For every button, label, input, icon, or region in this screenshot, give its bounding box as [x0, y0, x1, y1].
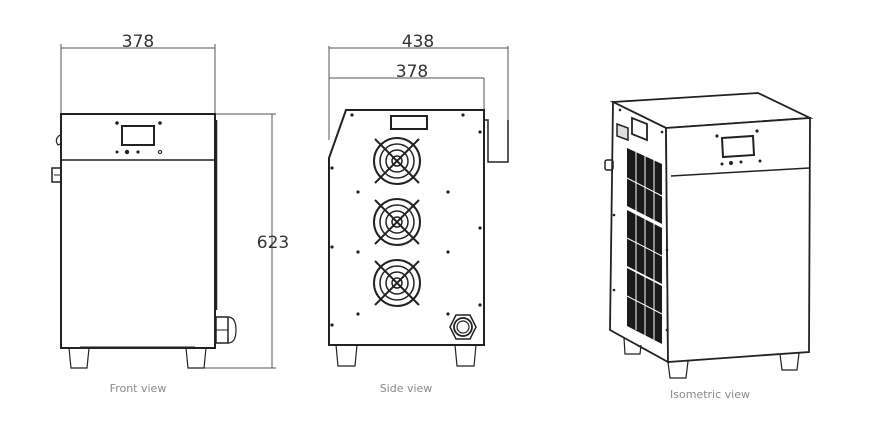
screw-dots	[330, 113, 482, 327]
foot-right	[185, 347, 207, 369]
front-width-label: 378	[122, 32, 154, 52]
cable-gland	[449, 314, 477, 340]
side-display	[390, 115, 428, 130]
iso-vent-slats	[626, 152, 663, 340]
foot-right	[454, 344, 477, 367]
iso-front-dots	[715, 129, 762, 166]
foot-left	[68, 347, 90, 369]
indicator-dot	[158, 150, 162, 154]
fan-bottom-icon	[373, 259, 421, 307]
front-body	[60, 113, 216, 349]
iso-front-face	[665, 117, 811, 363]
iso-panel-divider	[670, 167, 810, 177]
fan-middle-icon	[373, 198, 421, 246]
iso-view-caption: Isometric view	[670, 388, 750, 401]
iso-side-knob	[604, 159, 614, 171]
iso-foot-front-right	[779, 352, 800, 371]
iso-side-display	[631, 116, 648, 142]
knob-dot	[124, 149, 130, 155]
fan-top-icon	[373, 137, 421, 185]
iso-foot-back-left	[623, 337, 642, 355]
iso-display	[720, 134, 756, 159]
screw-dot	[115, 121, 119, 125]
front-view	[51, 44, 276, 369]
side-view-caption: Side view	[380, 382, 433, 395]
height-label: 623	[257, 233, 289, 253]
side-view	[328, 46, 509, 367]
iso-view	[604, 92, 814, 379]
iso-foot-front-left	[667, 360, 689, 379]
iso-side-switch	[616, 122, 629, 142]
iso-side-dots	[612, 108, 669, 332]
side-total-depth-label: 438	[402, 32, 434, 52]
screw-dot	[158, 121, 162, 125]
foot-left	[335, 344, 358, 367]
indicator-dot	[115, 150, 119, 154]
rear-bracket	[484, 119, 509, 163]
indicator-dot	[136, 150, 140, 154]
front-view-caption: Front view	[110, 382, 167, 395]
side-body-depth-label: 378	[396, 62, 428, 82]
display-screen	[121, 125, 155, 146]
left-handle	[55, 134, 61, 146]
right-cable-gland-cap	[227, 316, 237, 344]
